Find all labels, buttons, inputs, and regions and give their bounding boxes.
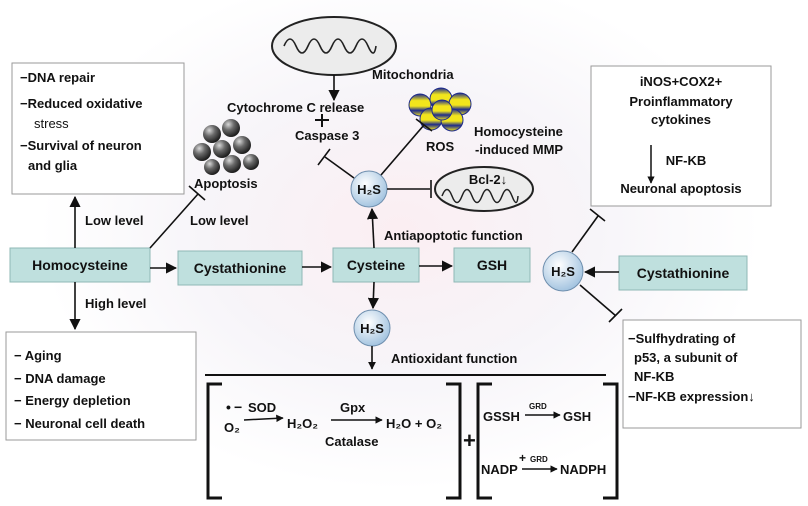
gpx-label: Gpx xyxy=(340,400,366,415)
svg-text:GSH: GSH xyxy=(477,257,507,273)
svg-text:−NF-KB expression↓: −NF-KB expression↓ xyxy=(628,389,755,404)
node-cystathionine: Cystathionine xyxy=(177,250,303,286)
mitochondria-label: Mitochondria xyxy=(372,67,454,82)
grd-label-1: GRD xyxy=(529,402,547,411)
ros-spheres-icon xyxy=(408,87,472,132)
node-cysteine: Cysteine xyxy=(332,247,420,283)
svg-text:stress: stress xyxy=(34,116,69,131)
svg-text:Cysteine: Cysteine xyxy=(347,257,406,273)
svg-text:− Neuronal cell death: − Neuronal cell death xyxy=(14,416,145,431)
superoxide-label: O₂ xyxy=(224,420,240,435)
svg-text:Cystathionine: Cystathionine xyxy=(637,265,730,281)
svg-text:and glia: and glia xyxy=(28,158,78,173)
low-level-label-left: Low level xyxy=(85,213,144,228)
svg-text:Proinflammatory: Proinflammatory xyxy=(629,94,733,109)
svg-text:+: + xyxy=(519,451,526,465)
svg-text:p53, a subunit of: p53, a subunit of xyxy=(634,350,738,365)
glutathione-reaction: GSSH GRD GSH NADP + GRD NADPH xyxy=(481,402,606,477)
svg-text:Homocysteine: Homocysteine xyxy=(32,257,128,273)
antioxidant-label: Antioxidant function xyxy=(391,351,517,366)
homocysteine-mmp-label-1: Homocysteine xyxy=(474,124,563,139)
bcl2-mitochondria-icon: Bcl-2↓ xyxy=(434,166,534,212)
svg-text:Neuronal apoptosis: Neuronal apoptosis xyxy=(620,181,741,196)
sulfhydration-box: −Sulfhydrating of p53, a subunit of NF-K… xyxy=(622,319,802,429)
apoptosis-label: Apoptosis xyxy=(194,176,258,191)
h2s-circle-right: H₂S xyxy=(542,250,584,292)
gssh-label: GSSH xyxy=(483,409,520,424)
svg-text:Cystathionine: Cystathionine xyxy=(194,260,287,276)
low-level-label-right: Low level xyxy=(190,213,249,228)
low-level-effects-box: −DNA repair −Reduced oxidative stress −S… xyxy=(11,62,185,195)
svg-text:− Energy depletion: − Energy depletion xyxy=(14,393,131,408)
svg-text:− DNA damage: − DNA damage xyxy=(14,371,106,386)
homocysteine-mmp-label-2: -induced MMP xyxy=(475,142,563,157)
high-level-effects-box: − Aging − DNA damage − Energy depletion … xyxy=(5,331,197,441)
svg-text:− Aging: − Aging xyxy=(14,348,62,363)
grd-label-2: GRD xyxy=(530,455,548,464)
superoxide-reaction: O₂ • − SOD H₂O₂ Gpx Catalase H₂O + O₂ xyxy=(224,399,442,449)
svg-text:H₂S: H₂S xyxy=(360,321,384,336)
gsh-product-label: GSH xyxy=(563,409,591,424)
h2s-circle-top: H₂S xyxy=(350,170,388,208)
caspase3-label: Caspase 3 xyxy=(295,128,359,143)
inflammation-box: iNOS+COX2+ Proinflammatory cytokines NF-… xyxy=(590,65,772,207)
reaction-bracket-right xyxy=(476,382,619,500)
svg-text:H₂S: H₂S xyxy=(357,182,381,197)
nadph-label: NADPH xyxy=(560,462,606,477)
svg-text:•: • xyxy=(226,399,231,415)
antiapoptotic-label: Antiapoptotic function xyxy=(384,228,523,243)
node-homocysteine: Homocysteine xyxy=(9,247,151,283)
svg-text:NF-KB: NF-KB xyxy=(666,153,706,168)
h2s-circle-bottom: H₂S xyxy=(353,309,391,347)
svg-text:iNOS+COX2+: iNOS+COX2+ xyxy=(640,74,723,89)
svg-text:−Survival of neuron: −Survival of neuron xyxy=(20,138,142,153)
plus-sign: + xyxy=(463,428,476,453)
cytochrome-c-label: Cytochrome C release xyxy=(227,100,364,115)
catalase-label: Catalase xyxy=(325,434,378,449)
svg-text:−: − xyxy=(234,399,242,415)
svg-text:−DNA repair: −DNA repair xyxy=(20,70,95,85)
svg-text:Bcl-2↓: Bcl-2↓ xyxy=(469,172,507,187)
products-label: H₂O + O₂ xyxy=(386,416,442,431)
high-level-label: High level xyxy=(85,296,146,311)
node-cystathionine-right: Cystathionine xyxy=(618,255,748,291)
svg-text:cytokines: cytokines xyxy=(651,112,711,127)
pathway-connectors xyxy=(69,75,623,370)
apoptosis-spheres-icon xyxy=(193,119,259,175)
nadp-label: NADP xyxy=(481,462,518,477)
svg-text:−Reduced oxidative: −Reduced oxidative xyxy=(20,96,142,111)
svg-text:NF-KB: NF-KB xyxy=(634,369,674,384)
svg-text:−Sulfhydrating of: −Sulfhydrating of xyxy=(628,331,736,346)
node-gsh: GSH xyxy=(453,247,531,283)
ros-label: ROS xyxy=(426,139,455,154)
sod-label: SOD xyxy=(248,400,276,415)
h2o2-label: H₂O₂ xyxy=(287,416,318,431)
svg-text:H₂S: H₂S xyxy=(551,264,575,279)
reaction-bracket-left xyxy=(206,382,462,500)
